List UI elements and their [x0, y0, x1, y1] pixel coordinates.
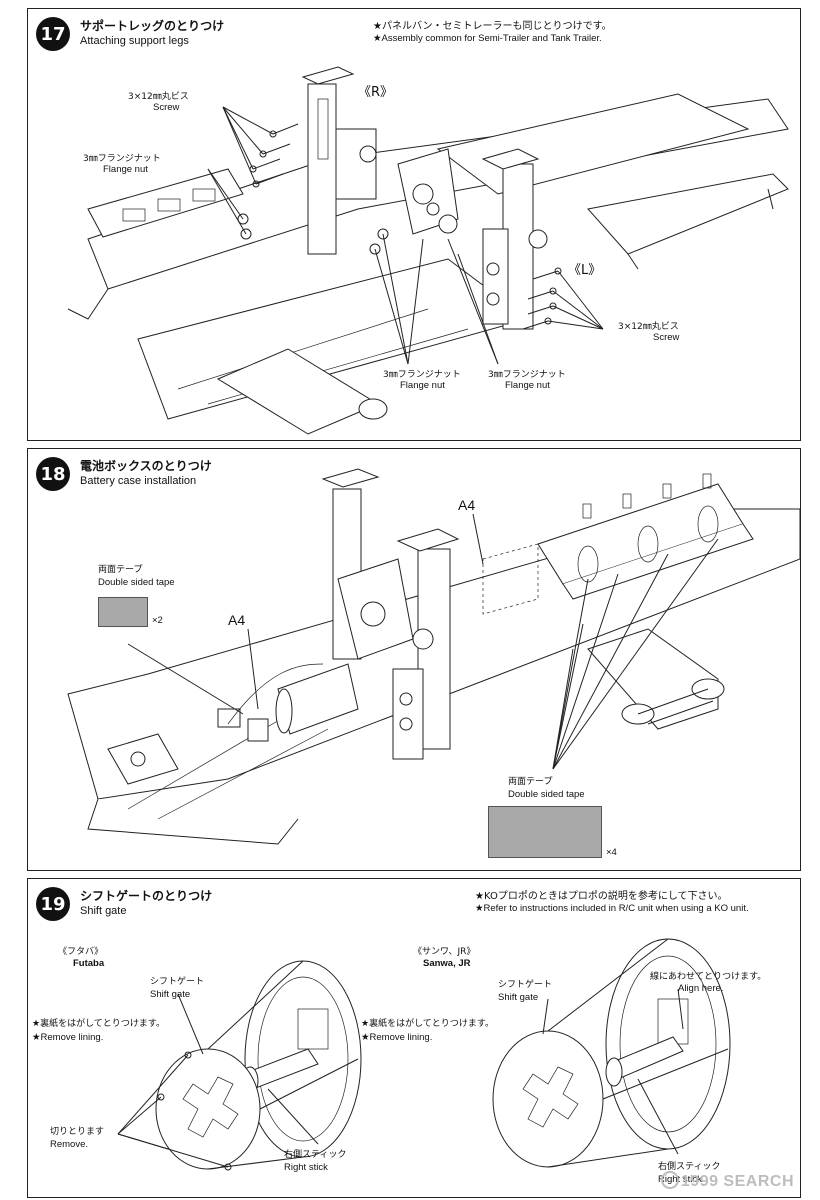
tape-label-ja: 両面テープ [98, 565, 143, 575]
step-17-panel: 17 サポートレッグのとりつけ Attaching support legs ★… [27, 8, 801, 441]
right-stick-label-ja: 右側スティック [284, 1150, 347, 1160]
shift-gate-diagram [117, 938, 731, 1171]
futaba-heading-ja: 《フタバ》 [58, 947, 104, 957]
note-ja: ★KOプロポのときはプロポの説明を参考にして下さい。 [475, 891, 728, 902]
flange-nut-label-en: Flange nut [103, 164, 148, 175]
step-title-ja: シフトゲートのとりつけ [80, 889, 213, 903]
tape-quantity: ×4 [606, 847, 617, 858]
remove-lining-note-en: ★Remove lining. [32, 1032, 104, 1043]
side-l-label: 《L》 [568, 263, 602, 278]
note-ja: ★パネルバン・セミトレーラーも同じとりつけです。 [373, 21, 612, 32]
shift-gate-label-en: Shift gate [498, 992, 539, 1003]
step-title-ja: サポートレッグのとりつけ [80, 19, 225, 33]
shift-gate-label-en: Shift gate [150, 989, 191, 1000]
double-sided-tape-swatch [488, 806, 602, 858]
step-18-panel: 18 電池ボックスのとりつけ Battery case installation… [27, 448, 801, 871]
step-19-panel: 19 シフトゲートのとりつけ Shift gate ★KOプロポのときはプロポの… [27, 878, 801, 1198]
part-a4-label: A4 [228, 612, 246, 628]
screw-right-label-en: Screw [653, 332, 680, 343]
flange-nut-bottom2-en: Flange nut [505, 380, 550, 391]
watermark-logo: 1999 SEARCH [660, 1171, 794, 1191]
tape-label-ja: 両面テープ [508, 777, 553, 787]
screw-right-label-ja: 3×12㎜丸ビス [618, 322, 679, 332]
screw-label-ja: 3×12㎜丸ビス [128, 92, 189, 102]
step-number-badge: 17 [36, 17, 70, 51]
step-number-badge: 18 [36, 457, 70, 491]
flange-nut-bottom2-ja: 3㎜フランジナット [488, 370, 566, 380]
part-a4-label: A4 [458, 497, 476, 513]
flange-nut-bottom1-en: Flange nut [400, 380, 445, 391]
sanwa-heading-en: Sanwa, JR [423, 958, 471, 969]
remove-lining-note-ja: ★裏紙をはがしてとりつけます。 [361, 1019, 494, 1029]
remove-label-en: Remove. [50, 1139, 89, 1150]
step-title-en: Battery case installation [80, 475, 197, 487]
battery-case-diagram [67, 468, 800, 845]
note-en: ★Refer to instructions included in R/C u… [475, 903, 749, 914]
align-label-ja: 線にあわせてとりつけます。 [650, 972, 767, 982]
support-legs-diagram [67, 66, 789, 435]
futaba-heading-en: Futaba [73, 958, 105, 969]
step-title-ja: 電池ボックスのとりつけ [80, 459, 212, 473]
step-title-en: Attaching support legs [80, 35, 189, 47]
side-r-label: 《R》 [358, 85, 394, 100]
remove-label-ja: 切りとります [50, 1127, 105, 1137]
right-stick-label-en: Right stick [284, 1162, 328, 1173]
right-stick-label-ja: 右側スティック [658, 1162, 721, 1172]
tape-label-en: Double sided tape [508, 789, 585, 800]
double-sided-tape-swatch [98, 597, 148, 627]
remove-lining-note-en: ★Remove lining. [361, 1032, 433, 1043]
flange-nut-label-ja: 3㎜フランジナット [83, 154, 161, 164]
flange-nut-bottom1-ja: 3㎜フランジナット [383, 370, 461, 380]
shift-gate-label-ja: シフトゲート [498, 980, 553, 990]
remove-lining-note-ja: ★裏紙をはがしてとりつけます。 [32, 1019, 165, 1029]
step-number-badge: 19 [36, 887, 70, 921]
right-stick-label-en: Right stick [658, 1174, 702, 1185]
step-title-en: Shift gate [80, 905, 127, 917]
sanwa-heading-ja: 《サンワ、JR》 [413, 947, 476, 957]
note-en: ★Assembly common for Semi-Trailer and Ta… [373, 33, 602, 44]
tape-label-en: Double sided tape [98, 577, 175, 588]
screw-label-en: Screw [153, 102, 180, 113]
tape-quantity: ×2 [152, 615, 163, 626]
align-label-en: Align here. [678, 983, 724, 994]
shift-gate-label-ja: シフトゲート [150, 977, 205, 987]
